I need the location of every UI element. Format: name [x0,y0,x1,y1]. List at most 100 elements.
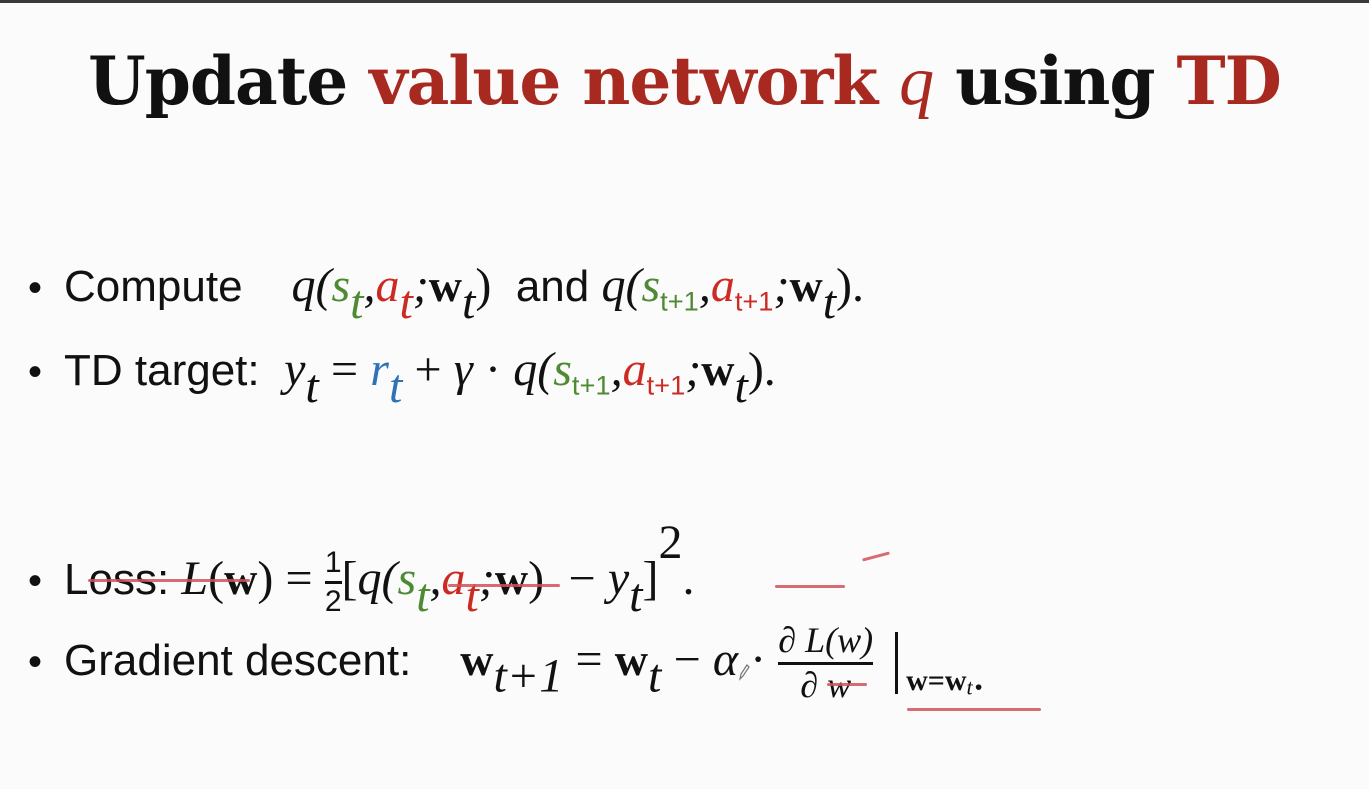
math-a: a [375,259,400,312]
math-gamma: γ [453,343,473,396]
bullet-dot: • [28,639,43,684]
annotation-underline-dw [907,708,1041,711]
pen-cursor-icon [738,642,750,681]
math-a: a [710,259,735,312]
math-sub: t+1 [493,649,564,703]
fraction-bar [324,580,342,584]
math-sub: t [462,275,476,329]
math-q: q( [291,259,332,312]
math-sub: t [822,275,837,329]
fraction-bar [778,661,874,665]
bullet-dot: • [28,350,43,394]
annotation-underline-y [775,585,845,588]
bullet-compute: •Compute q(st,at;wt) and q(st+1,at+1;wt)… [28,258,864,330]
annotation-underline-q [448,584,560,587]
title-using: using [933,42,1177,120]
math-equals: = [575,632,603,686]
annotation-mark-square [862,551,890,562]
math-close: ). [836,259,865,312]
math-semicolon: ; [478,552,495,605]
fraction-numerator: ∂ L(w) [778,620,874,660]
math-cdot: · [485,343,501,396]
fraction-gradient: ∂ L(w)∂ w [778,620,874,705]
math-sub: t [350,275,364,329]
fraction-denominator: 2 [324,584,342,618]
math-minus: − [568,552,596,605]
math-sub: t [734,359,748,413]
annotation-underline-alpha [827,683,867,686]
math-plus: + [414,343,442,396]
math-w: w [428,260,463,311]
math-close: ) [257,552,274,605]
math-close: ) [528,552,545,605]
math-sub: t+1 [734,285,774,317]
math-s: s [553,343,572,396]
math-eval-at: w=w [906,663,967,697]
top-border [0,0,1369,3]
annotation-underline-loss [88,579,250,582]
math-comma: , [610,343,623,396]
math-w: w [460,633,494,685]
math-sub: t+1 [571,369,611,401]
math-equals: = [330,343,359,396]
math-sub: t+1 [646,369,686,401]
math-comma: , [363,259,376,312]
bullet-loss: •Loss: L(w) = 12[q(st,at;w) − yt]2. [28,515,695,623]
math-close: ) [475,259,492,312]
math-period: . [682,552,695,605]
math-open: ( [208,552,224,605]
math-sub: t [305,359,319,413]
math-semicolon: ; [412,259,429,312]
title-td: TD [1176,42,1281,120]
math-w: w [701,344,735,395]
bullet-label: Compute [64,262,243,311]
math-q: q( [601,259,642,312]
bullet-label: Gradient descent: [64,635,412,685]
math-L: L [181,552,208,605]
math-sub: t+1 [660,285,699,317]
title-q: q [899,43,934,120]
math-semicolon: ; [773,259,790,312]
math-sub: t [465,568,479,622]
math-sub: t [629,568,643,622]
math-y: y [607,552,630,605]
math-sub: t [388,359,403,413]
math-square: 2 [658,516,683,569]
math-bracket-close: ] [642,552,659,605]
conjunction: and [515,262,590,311]
math-comma: , [429,552,442,605]
math-a: a [441,552,466,605]
title-update: Update [88,42,370,120]
math-s: s [641,259,661,312]
math-q: q( [357,552,398,605]
bullet-label: TD target: [64,346,260,395]
math-close: ). [747,343,776,396]
slide-title: Update value network q using TD [0,42,1369,122]
math-equals: = [285,552,313,605]
evaluation-bar [895,632,899,695]
math-s: s [397,552,417,605]
math-w: w [614,633,648,685]
math-w: w [224,553,258,604]
math-period: . [972,647,985,701]
math-s: s [331,259,351,312]
math-sub: t [416,568,430,622]
math-y: y [284,343,306,396]
math-comma: , [698,259,711,312]
bullet-gradient-descent: •Gradient descent: wt+1 = wt − α· ∂ L(w)… [28,620,985,705]
title-value-network: value network [369,42,900,120]
math-alpha: α [712,632,739,686]
math-q: q( [513,343,554,396]
math-a: a [622,343,647,396]
bullet-dot: • [28,266,43,310]
math-sub: t [647,649,662,703]
math-r: r [370,343,389,396]
math-minus: − [673,632,701,686]
math-sub: t [966,674,973,700]
math-semicolon: ; [685,343,702,396]
math-w: w [789,260,823,311]
math-sub: t [399,275,413,329]
bullet-dot: • [28,559,43,603]
math-w: w [494,553,529,604]
